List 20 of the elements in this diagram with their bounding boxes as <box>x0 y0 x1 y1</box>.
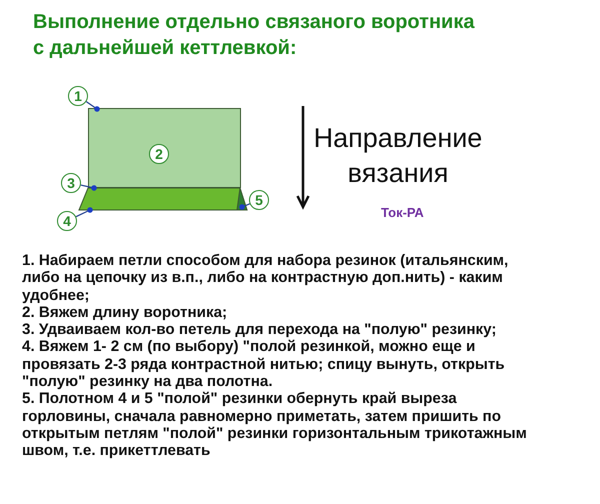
rib-band <box>79 188 247 210</box>
leader-line <box>239 203 250 210</box>
leader-line <box>80 184 97 191</box>
instruction-step: 2. Вяжем длину воротника; <box>22 304 547 322</box>
title: Выполнение отдельно связаного воротника с дальнейшей кеттлевкой: <box>33 10 476 61</box>
instruction-step: 3. Удваиваем кол-во петель для перехода на "полую" резинку; <box>22 321 547 338</box>
callout-number: 3 <box>61 173 81 193</box>
callout-number: 5 <box>249 190 269 210</box>
leader-line <box>86 101 100 112</box>
author-signature: Ток-РА <box>381 205 424 220</box>
collar-panel <box>88 108 241 188</box>
callout-number: 1 <box>68 86 88 106</box>
instruction-step: 1. Набираем петли способом для набора резинок (итальянским, либо на цепочку из в.п., либо на контрастную доп.нить) - каким удобнее; <box>22 252 547 304</box>
callout-number: 2 <box>149 144 169 164</box>
instruction-step: 4. Вяжем 1- 2 см (по выбору) "полой резинкой, можно еще и провязать 2-3 ряда контрастной нитью; спицу вынуть, открыть "полую" резинку на два полотна. <box>22 338 547 390</box>
callout-number: 4 <box>57 211 77 231</box>
leader-line <box>76 207 93 218</box>
instruction-step: 5. Полотном 4 и 5 "полой" резинки обернуть край выреза горловины, сначала равномерно приметать, затем пришить по открытым петлям "полой" резинки горизонтальным трикотажным швом, т.е. прикеттлевать <box>22 390 547 460</box>
direction-label: Направление вязания <box>312 122 484 190</box>
triangle-mark <box>237 188 247 210</box>
